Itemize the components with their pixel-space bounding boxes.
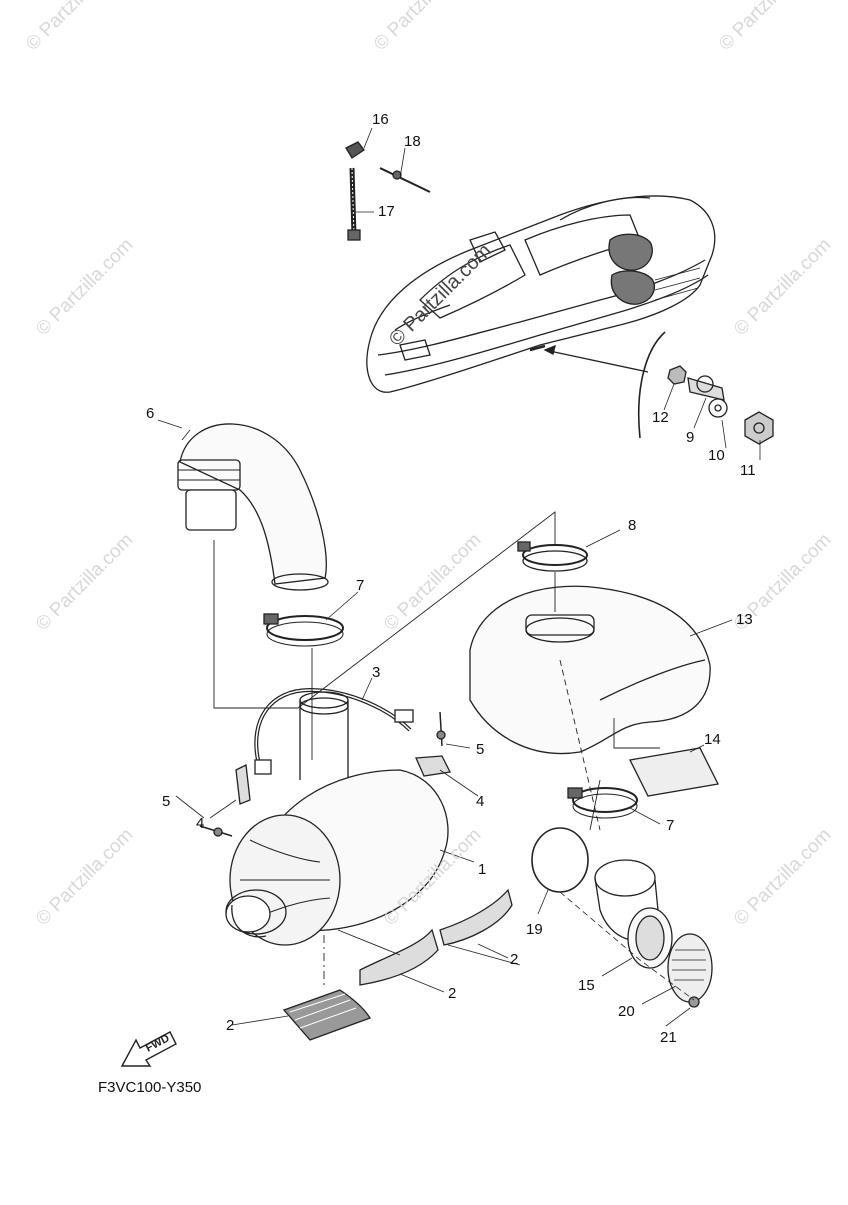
callout-19: 19 bbox=[526, 921, 543, 938]
callout-9: 9 bbox=[686, 429, 695, 446]
callout-7: 7 bbox=[666, 817, 675, 834]
callout-18: 18 bbox=[404, 133, 421, 150]
callout-2: 2 bbox=[448, 985, 457, 1002]
callout-4: 4 bbox=[476, 793, 485, 810]
callout-2: 2 bbox=[510, 951, 519, 968]
callout-2: 2 bbox=[226, 1017, 235, 1034]
callout-21: 21 bbox=[660, 1029, 677, 1046]
leader-lines bbox=[157, 383, 761, 1027]
diagram-code: F3VC100-Y350 bbox=[98, 1079, 202, 1096]
callout-10: 10 bbox=[708, 447, 725, 464]
callout-8: 8 bbox=[628, 517, 637, 534]
parts-9-10-11-12 bbox=[667, 365, 774, 445]
callout-12: 12 bbox=[652, 409, 669, 426]
callout-6: 6 bbox=[146, 405, 155, 422]
callout-7: 7 bbox=[356, 577, 365, 594]
callout-20: 20 bbox=[618, 1003, 635, 1020]
part-6-duct bbox=[177, 423, 329, 591]
part-8-clamp bbox=[522, 544, 588, 566]
callout-1: 1 bbox=[478, 861, 487, 878]
callout-4: 4 bbox=[196, 815, 205, 832]
part-13-airbox bbox=[469, 585, 711, 831]
callout-5: 5 bbox=[476, 741, 485, 758]
callout-11: 11 bbox=[740, 462, 756, 479]
part-14-pad bbox=[629, 747, 719, 797]
part-7-clamps bbox=[263, 613, 638, 819]
part-2-shields bbox=[282, 888, 513, 1041]
callout-13: 13 bbox=[736, 611, 753, 628]
callout-3: 3 bbox=[372, 664, 381, 681]
part-3-strap bbox=[254, 687, 414, 775]
parts-16-17-18 bbox=[345, 127, 431, 241]
watercraft-illustration bbox=[366, 195, 716, 439]
callout-17: 17 bbox=[378, 203, 395, 220]
assembly-lines bbox=[213, 511, 660, 966]
callout-15: 15 bbox=[578, 977, 595, 994]
callout-16: 16 bbox=[372, 111, 389, 128]
callout-14: 14 bbox=[704, 731, 721, 748]
part-1-silencer bbox=[225, 691, 449, 946]
parts-15-19-20-21 bbox=[531, 827, 713, 1008]
forward-arrow-icon: FWD bbox=[118, 1020, 182, 1075]
callout-5: 5 bbox=[162, 793, 171, 810]
